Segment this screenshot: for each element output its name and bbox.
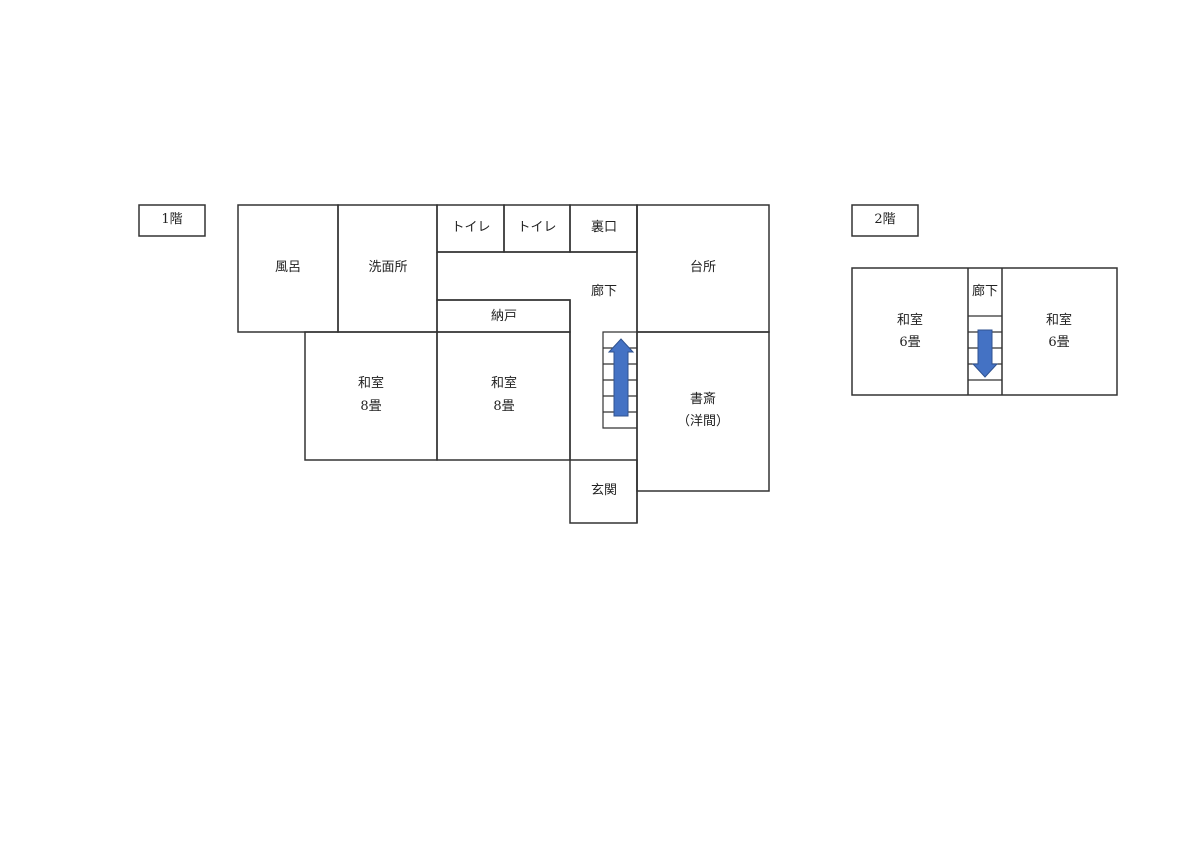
floor-2-label-box: 2階 (851, 204, 919, 237)
room-washitsu-8a-size: 8畳 (360, 399, 381, 414)
room-washitsu-8b-size: 8畳 (493, 399, 514, 414)
room-washitsu-6-right-size: 6畳 (1048, 335, 1069, 350)
room-washitsu-6-right-name: 和室 (1046, 312, 1072, 328)
room-entrance (569, 459, 638, 524)
room-washitsu-8b (436, 331, 571, 461)
room-bath-label: 風呂 (275, 260, 301, 275)
floor-2-plan: 和室 6畳 廊下 和室 6畳 (851, 267, 1118, 396)
floor-2-label: 2階 (874, 212, 895, 227)
floor-1-plan: 風呂 洗面所 トイレ トイレ 裏口 台所 廊下 納戸 和室 8畳 和室 8畳 書… (237, 204, 770, 524)
room-washitsu-8b-name: 和室 (491, 375, 517, 391)
room-kitchen-label: 台所 (690, 260, 716, 275)
room-washitsu-6-left-name: 和室 (897, 312, 923, 328)
stair-up-arrow-icon (607, 338, 635, 417)
room-study (636, 331, 770, 492)
room-washroom-label: 洗面所 (368, 260, 407, 275)
room-entrance-label: 玄関 (591, 483, 617, 498)
room-toilet-1-label: トイレ (451, 220, 490, 235)
floor-1-label-box: 1階 (138, 204, 206, 237)
hallway-wall (436, 252, 571, 460)
room-washitsu-8a-name: 和室 (358, 375, 384, 391)
room-back-door-label: 裏口 (591, 220, 617, 235)
room-2f-hallway-label: 廊下 (972, 283, 998, 299)
floor-2-outline (851, 267, 1118, 396)
room-washitsu-8a (304, 331, 438, 461)
room-storage-label: 納戸 (491, 309, 517, 324)
room-study-note: （洋間） (677, 414, 729, 429)
room-toilet-2-label: トイレ (517, 220, 556, 235)
room-hallway-label: 廊下 (591, 283, 617, 299)
room-study-name: 書斎 (690, 391, 716, 407)
floor-1-label: 1階 (161, 212, 182, 227)
stair-down-arrow-icon (971, 329, 999, 378)
room-washitsu-6-left-size: 6畳 (899, 335, 920, 350)
